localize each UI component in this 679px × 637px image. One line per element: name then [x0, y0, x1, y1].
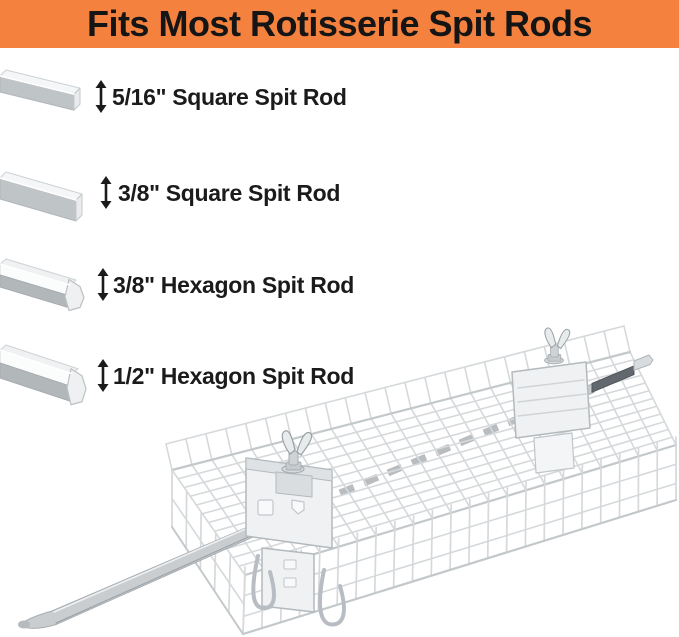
wing-nut-icon-1 — [281, 430, 313, 474]
square-rod-5-16-icon — [0, 69, 81, 111]
mounting-bracket-right — [511, 361, 591, 474]
rod-option-label-4: 1/2" Hexagon Spit Rod — [113, 363, 355, 389]
rod-option-label-3: 3/8" Hexagon Spit Rod — [113, 272, 355, 298]
spit-rod-size-icons — [0, 69, 87, 406]
mounting-bracket-left — [245, 457, 346, 627]
rod-option-label-2: 3/8" Square Spit Rod — [118, 180, 341, 206]
height-arrow-icon-2 — [100, 176, 112, 209]
header-banner: Fits Most Rotisserie Spit Rods — [0, 0, 679, 48]
height-arrow-icon-4 — [97, 359, 109, 392]
height-arrow-icon-1 — [95, 80, 107, 113]
square-rod-3-8-icon — [0, 171, 83, 222]
rotisserie-basket-photo — [18, 325, 678, 636]
height-arrow-icons — [95, 80, 112, 392]
wing-nut-icon-2 — [544, 327, 571, 365]
hexagon-rod-3-8-icon — [0, 258, 85, 312]
page-title: Fits Most Rotisserie Spit Rods — [86, 3, 593, 44]
hexagon-rod-1-2-icon — [0, 344, 87, 406]
height-arrow-icon-3 — [97, 268, 109, 301]
rod-option-label-1: 5/16" Square Spit Rod — [112, 84, 347, 110]
